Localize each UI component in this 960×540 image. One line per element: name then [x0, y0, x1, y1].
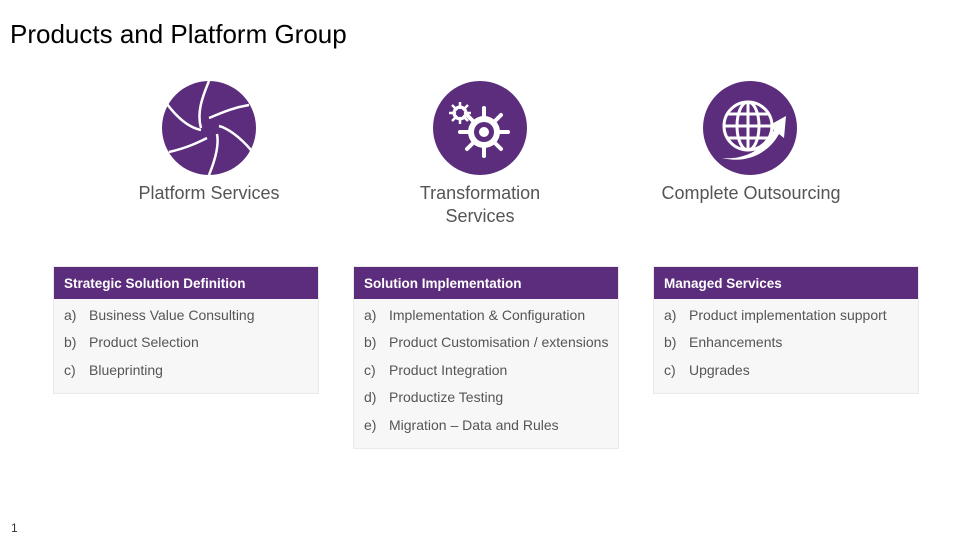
card-header: Solution Implementation [354, 267, 618, 299]
aperture-icon [162, 80, 256, 176]
list-item: b)Product Customisation / extensions [364, 334, 609, 351]
page-number: 1 [11, 521, 18, 535]
service-label-transformation: Transformation Services [419, 183, 541, 226]
page-title: Products and Platform Group [10, 19, 347, 49]
card-header: Managed Services [654, 267, 918, 299]
list-item: a)Business Value Consulting [64, 307, 255, 323]
list-item: c)Upgrades [664, 361, 750, 378]
list-item: a)Implementation & Configuration [364, 307, 586, 323]
card-strategic-solution-definition: Strategic Solution Definition a)Business… [53, 266, 319, 395]
list-item: b)Enhancements [664, 334, 783, 351]
list-item: c)Blueprinting [64, 361, 163, 378]
globe-arrow-icon [703, 81, 797, 175]
list-item: b)Product Selection [64, 334, 199, 351]
list-item: e)Migration – Data and Rules [364, 416, 559, 433]
list-item: a)Product implementation support [664, 307, 887, 323]
list-item: d)Productize Testing [364, 389, 504, 406]
service-label-outsourcing: Complete Outsourcing [661, 183, 841, 203]
card-managed-services: Managed Services a)Product implementatio… [653, 266, 919, 395]
service-label-platform: Platform Services [138, 183, 280, 203]
list-item: c)Product Integration [364, 361, 508, 378]
card-solution-implementation: Solution Implementation a)Implementation… [353, 266, 619, 449]
gears-icon [433, 81, 527, 175]
card-header: Strategic Solution Definition [54, 267, 318, 299]
